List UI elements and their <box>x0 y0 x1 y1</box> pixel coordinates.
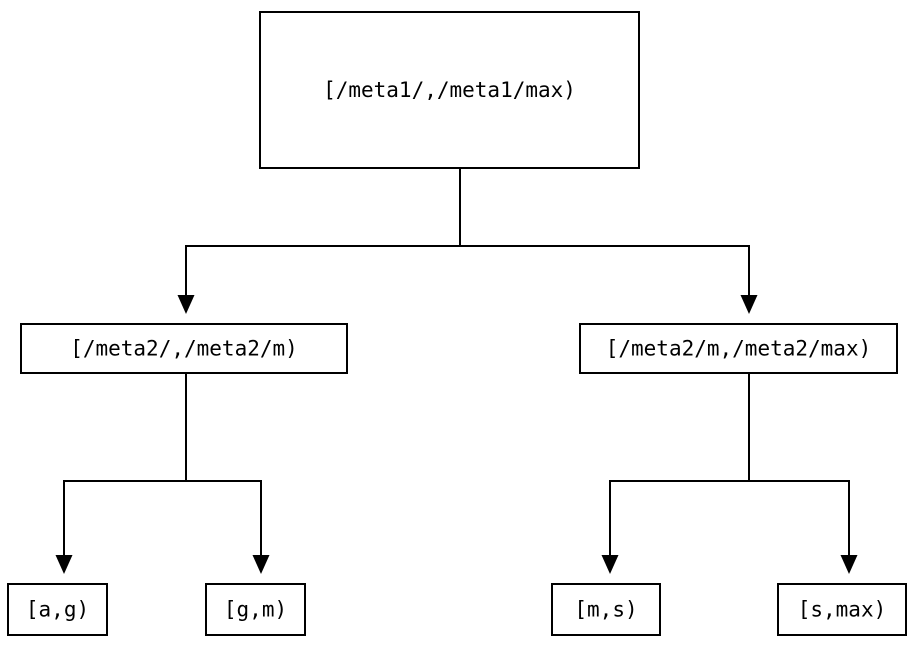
node-leaf-2[interactable]: [g,m) <box>204 582 307 637</box>
edge-line <box>747 373 851 555</box>
node-leaf-2-label: [g,m) <box>224 598 287 622</box>
node-root[interactable]: [/meta1/,/meta1/max) <box>258 10 641 170</box>
edge-root-to-mid-right <box>458 168 758 314</box>
node-mid-right-box[interactable] <box>578 322 899 375</box>
arrow-head-icon <box>252 555 270 574</box>
node-leaf-2-box[interactable] <box>204 582 307 637</box>
arrow-head-icon <box>177 295 195 314</box>
edges-layer <box>55 168 858 574</box>
edge-line <box>458 168 751 295</box>
node-leaf-1-box[interactable] <box>6 582 109 637</box>
arrow-head-icon <box>601 555 619 574</box>
node-leaf-3-box[interactable] <box>550 582 662 637</box>
edge-line <box>184 168 462 295</box>
edge-mid-right-to-leaf-4 <box>747 373 858 574</box>
node-root-box[interactable] <box>258 10 641 170</box>
node-root-label: [/meta1/,/meta1/max) <box>323 78 576 102</box>
edge-root-to-mid-left <box>177 168 462 314</box>
edge-mid-right-to-leaf-3 <box>601 373 751 574</box>
arrow-head-icon <box>840 555 858 574</box>
node-leaf-3[interactable]: [m,s) <box>550 582 662 637</box>
node-mid-left-label: [/meta2/,/meta2/m) <box>70 337 298 361</box>
node-leaf-4[interactable]: [s,max) <box>776 582 908 637</box>
edge-mid-left-to-leaf-2 <box>184 373 270 574</box>
arrow-head-icon <box>55 555 73 574</box>
node-leaf-3-label: [m,s) <box>574 598 637 622</box>
arrow-head-icon <box>740 295 758 314</box>
edge-line <box>62 373 188 555</box>
edge-line <box>184 373 263 555</box>
node-leaf-4-label: [s,max) <box>798 598 887 622</box>
edge-line <box>608 373 751 555</box>
node-leaf-4-box[interactable] <box>776 582 908 637</box>
node-mid-left-box[interactable] <box>19 322 349 375</box>
node-mid-right-label: [/meta2/m,/meta2/max) <box>606 337 872 361</box>
node-mid-right[interactable]: [/meta2/m,/meta2/max) <box>578 322 899 375</box>
nodes-layer: [/meta1/,/meta1/max) [/meta2/,/meta2/m) … <box>6 10 908 637</box>
node-leaf-1-label: [a,g) <box>26 598 89 622</box>
node-mid-left[interactable]: [/meta2/,/meta2/m) <box>19 322 349 375</box>
node-leaf-1[interactable]: [a,g) <box>6 582 109 637</box>
edge-mid-left-to-leaf-1 <box>55 373 188 574</box>
